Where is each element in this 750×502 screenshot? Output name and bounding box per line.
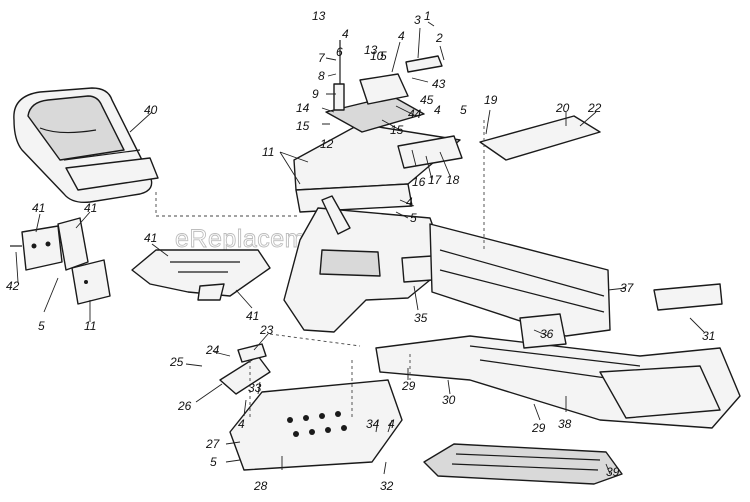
callout-label: 41 [246, 309, 259, 323]
callout-label: 11 [262, 145, 274, 159]
seat-pan [131, 249, 271, 301]
callout-label: 5 [460, 103, 467, 117]
callout-label: 35 [414, 311, 428, 325]
callout-label: 36 [540, 327, 554, 341]
seat [13, 87, 159, 204]
callout-label: 19 [484, 93, 498, 107]
callout-label: 13 [364, 43, 378, 57]
callout-label: 13 [312, 9, 326, 23]
callout-label: 5 [410, 211, 417, 225]
callout-label: 38 [558, 417, 572, 431]
callout-label: 4 [434, 103, 441, 117]
callout-label: 44 [408, 107, 422, 121]
callout-label: 17 [428, 173, 443, 187]
callout-label: 41 [144, 231, 157, 245]
callout-label: 34 [366, 417, 380, 431]
chassis-rail [375, 283, 741, 429]
callout-label: 5 [38, 319, 45, 333]
callout-label: 2 [435, 31, 443, 45]
callout-label: 12 [320, 137, 334, 151]
leader-lines [15, 21, 705, 475]
assembly-lines [155, 120, 485, 420]
callout-label: 29 [531, 421, 546, 435]
callout-label: 4 [342, 27, 349, 41]
callout-label: 10 [370, 49, 384, 63]
callout-label: 4 [388, 417, 395, 431]
callout-label: 24 [205, 343, 220, 357]
callout-label: 1 [424, 9, 431, 23]
callout-label: 22 [587, 101, 602, 115]
callout-label: 26 [177, 399, 192, 413]
callout-label: 6 [336, 45, 343, 59]
callout-label: 31 [702, 329, 715, 343]
callout-label: 29 [401, 379, 416, 393]
callout-label: 32 [380, 479, 394, 493]
callout-labels: 1 2 3 4 4 6 13 13 10 5 7 8 9 43 45 44 14… [6, 9, 715, 493]
callout-label: 5 [210, 455, 217, 469]
callout-label: 18 [446, 173, 460, 187]
callout-label: 4 [238, 417, 245, 431]
callout-label: 14 [296, 101, 310, 115]
callout-label: 4 [406, 195, 413, 209]
callout-label: 41 [32, 201, 45, 215]
callout-label: 40 [144, 103, 158, 117]
callout-label: 9 [312, 87, 319, 101]
callout-label: 41 [84, 201, 97, 215]
callout-label: 33 [248, 381, 262, 395]
seat-bracket-assembly [10, 217, 111, 305]
floor-mat [423, 443, 623, 485]
callout-label: 11 [84, 319, 96, 333]
callout-label: 5 [380, 49, 387, 63]
callout-label: 42 [6, 279, 20, 293]
callout-label: 7 [318, 51, 326, 65]
callout-label: 45 [420, 93, 434, 107]
frame-body [283, 195, 611, 337]
callout-label: 15 [296, 119, 310, 133]
callout-label: 39 [606, 465, 620, 479]
callout-label: 16 [412, 175, 426, 189]
console-assembly [293, 40, 601, 213]
callout-label: 20 [555, 101, 570, 115]
footrest [229, 379, 403, 471]
callout-label: 23 [259, 323, 274, 337]
foot-bracket [219, 343, 271, 395]
callout-label: 4 [398, 29, 405, 43]
callout-label: 27 [205, 437, 221, 451]
callout-label: 25 [169, 355, 184, 369]
callout-label: 15 [390, 123, 404, 137]
callout-label: 37 [620, 281, 635, 295]
callout-label: 8 [318, 69, 325, 83]
callout-label: 43 [432, 77, 446, 91]
callout-label: 3 [414, 13, 421, 27]
callout-label: 30 [442, 393, 456, 407]
callout-label: 28 [253, 479, 268, 493]
